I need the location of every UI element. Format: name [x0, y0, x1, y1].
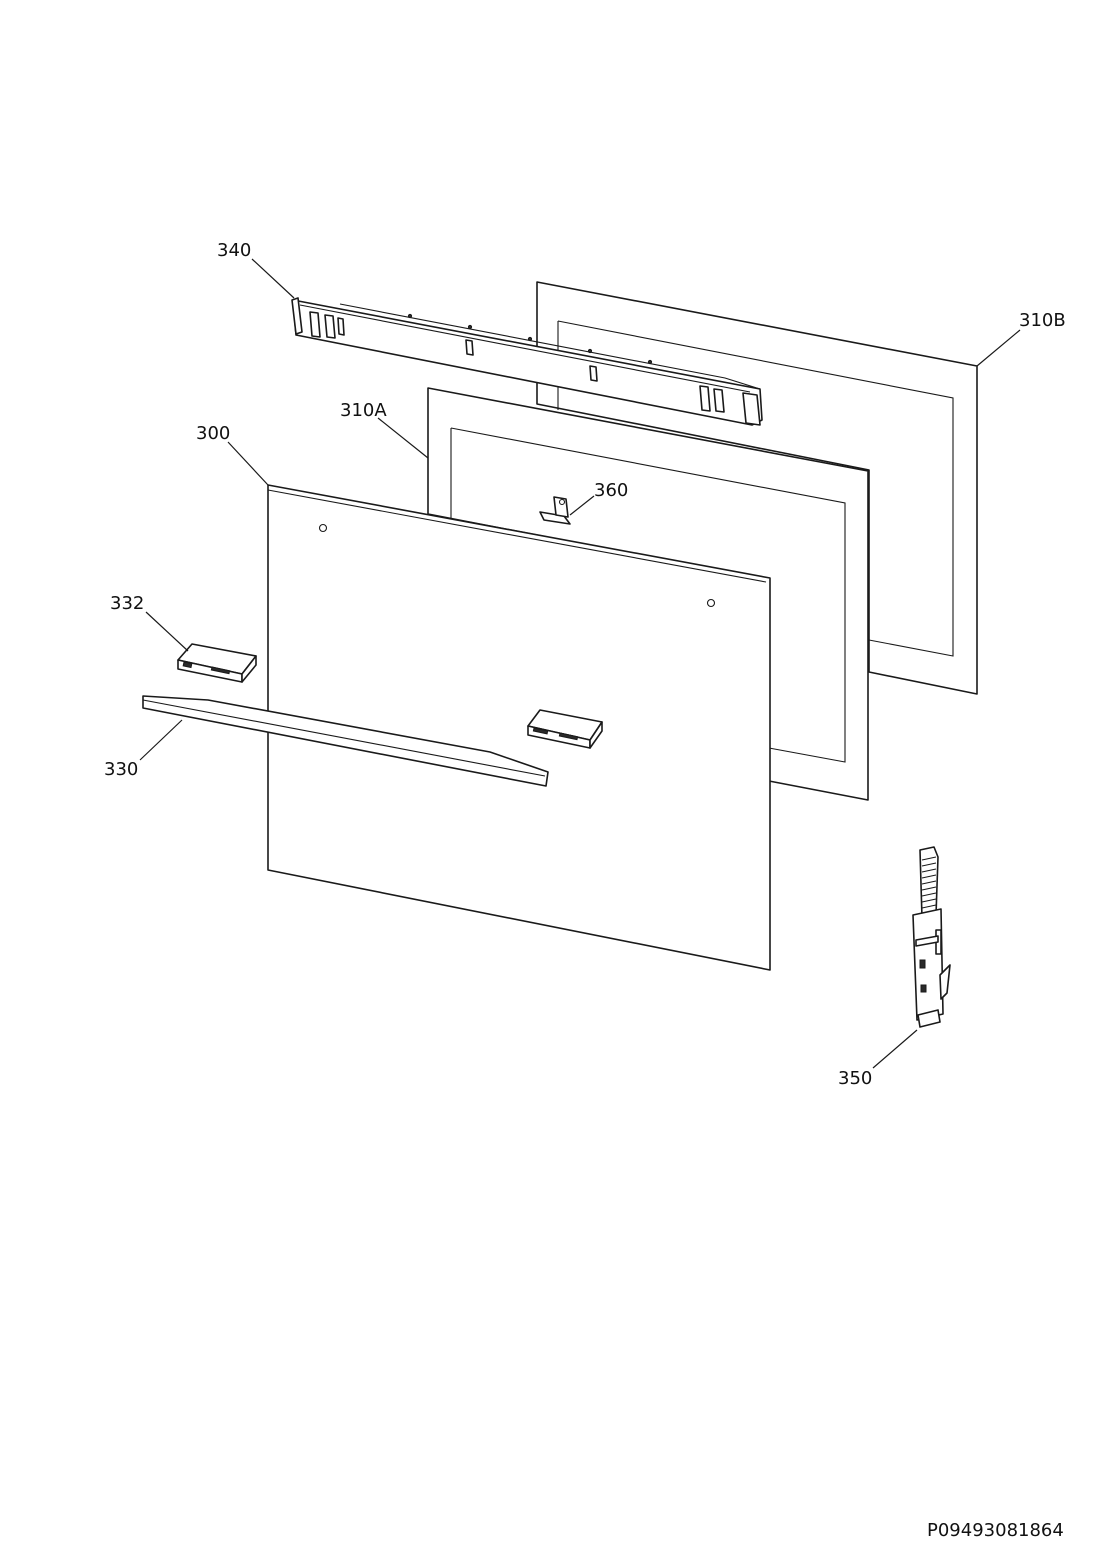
- part-340-top-trim: [291, 297, 763, 426]
- part-332-handle-caps: [177, 643, 603, 749]
- part-labels: 340 310B 310A 300 360 332 330 350: [104, 240, 1066, 1089]
- label-350: 350: [838, 1068, 872, 1089]
- leader-lines: [139, 258, 1021, 1069]
- part-350-hinge: [912, 846, 951, 1028]
- part-330-handle-bar: [142, 695, 549, 787]
- label-310B: 310B: [1019, 310, 1066, 331]
- part-360-clip: [539, 496, 571, 525]
- label-360: 360: [594, 480, 628, 501]
- part-300-outer-glass: [267, 484, 771, 971]
- label-310A: 310A: [340, 400, 387, 421]
- drawing-code: P09493081864: [927, 1520, 1064, 1541]
- label-340: 340: [217, 240, 251, 261]
- label-300: 300: [196, 423, 230, 444]
- label-332: 332: [110, 593, 144, 614]
- label-330: 330: [104, 759, 138, 780]
